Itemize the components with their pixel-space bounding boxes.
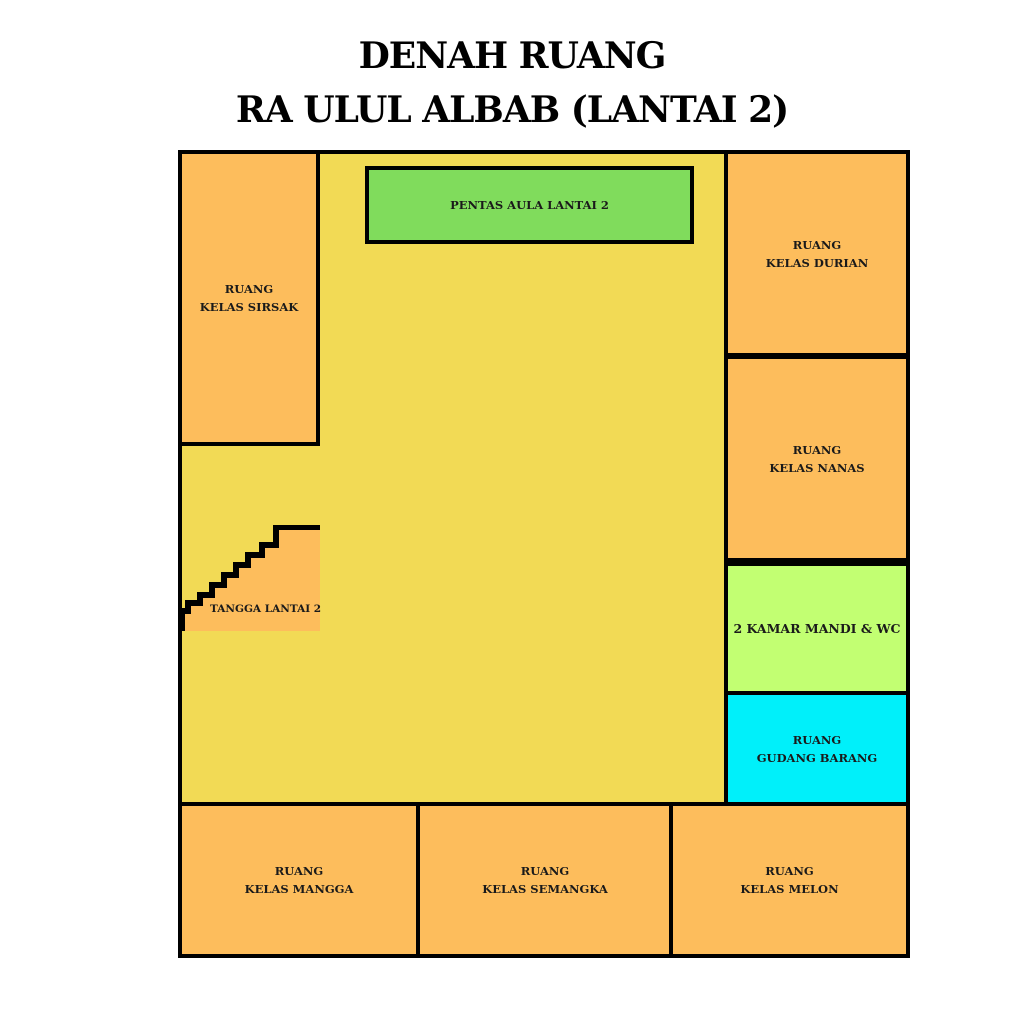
diagram-title-line-1: DENAH RUANG xyxy=(358,35,667,77)
room-gudang-barang: RUANG GUDANG BARANG xyxy=(724,691,910,806)
room-label-line-2: KELAS MANGGA xyxy=(244,882,354,896)
room-label-line-1: RUANG xyxy=(792,442,842,457)
room-kelas-mangga: RUANG KELAS MANGGA xyxy=(178,802,420,958)
staircase-label: TANGGA LANTAI 2 xyxy=(210,603,322,615)
stage-label: PENTAS AULA LANTAI 2 xyxy=(450,198,609,212)
diagram-title-line-2: RA ULUL ALBAB (LANTAI 2) xyxy=(235,89,789,131)
room-kelas-nanas: RUANG KELAS NANAS xyxy=(724,355,910,562)
room-kelas-melon: RUANG KELAS MELON xyxy=(669,802,910,958)
room-label-line-2: GUDANG BARANG xyxy=(756,750,878,765)
room-label-line-1: RUANG xyxy=(792,237,842,252)
room-label-line-1: RUANG xyxy=(765,864,814,878)
room-label-line-2: KELAS NANAS xyxy=(769,460,865,475)
room-label-line-1: RUANG xyxy=(792,732,842,747)
room-label-line-2: KELAS SIRSAK xyxy=(199,300,299,314)
room-kelas-sirsak: RUANG KELAS SIRSAK xyxy=(178,150,320,446)
staircase-icon xyxy=(179,525,320,631)
room-kamar-mandi-wc: 2 KAMAR MANDI & WC xyxy=(724,562,910,695)
room-kelas-semangka: RUANG KELAS SEMANGKA xyxy=(416,802,674,958)
room-label-line-1: RUANG xyxy=(224,282,274,296)
room-label-line-1: RUANG xyxy=(274,864,324,878)
room-label-line-2: KELAS MELON xyxy=(740,882,839,896)
stage-pentas-aula: PENTAS AULA LANTAI 2 xyxy=(365,166,694,244)
room-label-line-2: KELAS SEMANGKA xyxy=(482,882,608,896)
room-label-line-1: RUANG xyxy=(520,864,570,878)
room-label-line-2: KELAS DURIAN xyxy=(765,255,869,270)
room-label-line-1: 2 KAMAR MANDI & WC xyxy=(733,620,901,636)
room-kelas-durian: RUANG KELAS DURIAN xyxy=(724,150,910,357)
